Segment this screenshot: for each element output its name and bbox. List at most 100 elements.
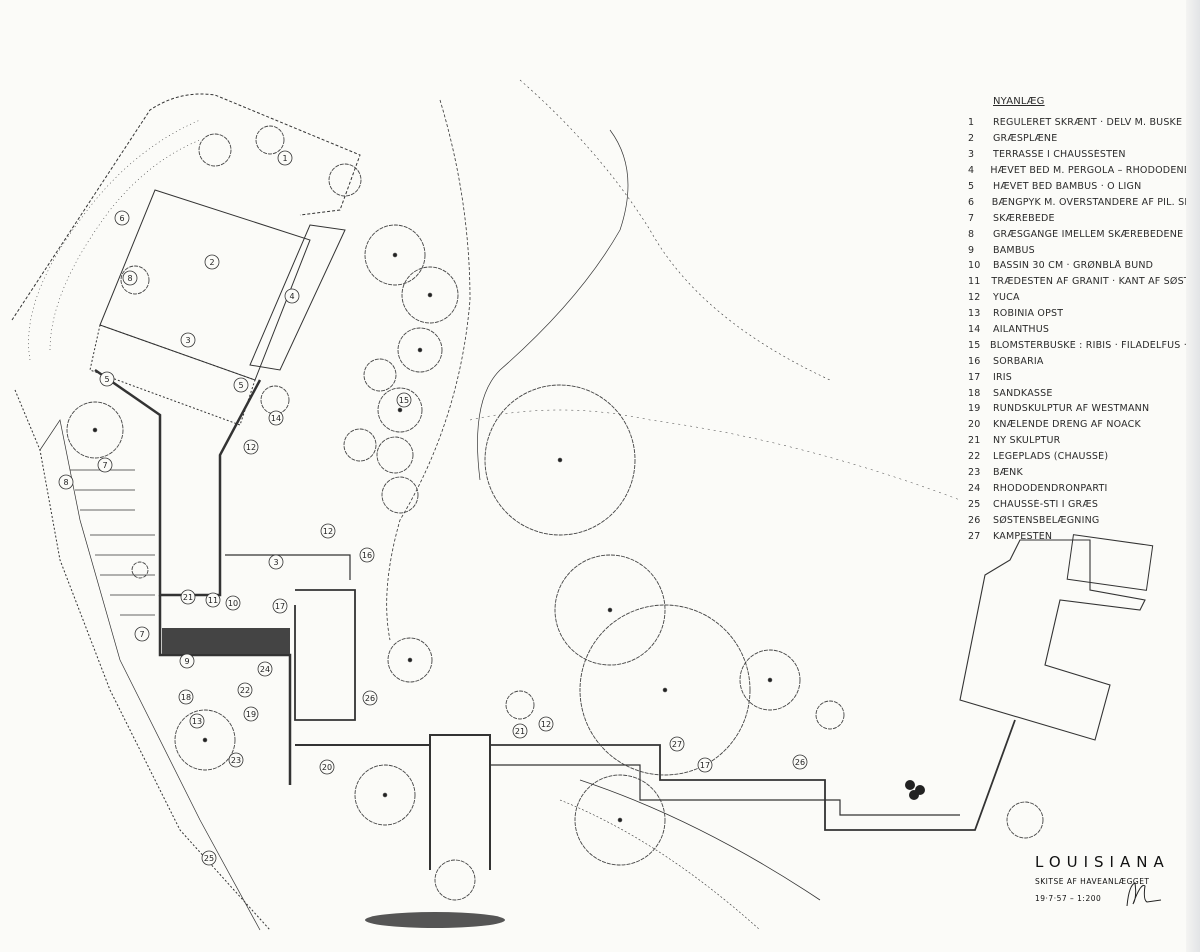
tree-trunk [767, 677, 773, 683]
plan-marker-22: 22 [237, 682, 253, 698]
tree-canopy [401, 266, 459, 324]
legend-text: SANDKASSE [993, 387, 1053, 399]
plan-marker-label: 25 [204, 854, 214, 863]
plan-marker-7: 7 [134, 626, 150, 642]
tree-trunk [407, 657, 413, 663]
plan-marker-5: 5 [233, 377, 249, 393]
tree-canopy [377, 387, 423, 433]
plan-marker-label: 26 [795, 758, 805, 767]
legend-text: HÆVET BED M. PERGOLA – RHODODENDRON [990, 165, 1190, 177]
legend-number: 12 [968, 292, 981, 304]
legend-number: 15 [968, 339, 981, 351]
legend-text: YUCA [993, 292, 1020, 304]
plan-marker-label: 17 [700, 761, 710, 770]
legend-number: 17 [968, 371, 981, 383]
drawing-subtitle: SKITSE AF HAVEANLÆGGET [1035, 877, 1150, 886]
legend-number: 13 [968, 308, 981, 320]
tree-trunk [417, 347, 423, 353]
tree-canopy [343, 428, 377, 462]
legend-number: 10 [968, 260, 981, 272]
legend-item: 20 KNÆLENDE DRENG AF NOACK [960, 417, 1190, 433]
legend-text: RHODODENDRONPARTI [993, 482, 1108, 494]
plan-marker-24: 24 [257, 661, 273, 677]
plan-marker-label: 3 [273, 558, 278, 567]
plan-marker-1: 1 [277, 150, 293, 166]
plan-marker-25: 25 [201, 850, 217, 866]
legend-item: 12 YUCA [960, 290, 1190, 306]
tree-canopy [364, 224, 426, 286]
plan-marker-15: 15 [396, 392, 412, 408]
plan-marker-26: 26 [362, 690, 378, 706]
legend-text: AILANTHUS [993, 324, 1050, 336]
legend-text: BÆNGPYK M. OVERSTANDERE AF PIL. SILV. [991, 196, 1190, 208]
plan-marker-16: 16 [359, 547, 375, 563]
date-and-scale: 19·7·57 – 1:200 [1035, 894, 1102, 903]
plan-marker-3: 3 [180, 332, 196, 348]
tree-canopy [260, 385, 290, 415]
plan-marker-11: 11 [205, 592, 221, 608]
plan-marker-21: 21 [512, 723, 528, 739]
plan-marker-label: 11 [208, 596, 218, 605]
legend-number: 9 [968, 244, 975, 256]
tree-trunk [92, 427, 98, 433]
plan-marker-18: 18 [178, 689, 194, 705]
slope-boundary [11, 93, 361, 321]
legend-text: KNÆLENDE DRENG AF NOACK [993, 419, 1141, 431]
legend-text: REGULERET SKRÆNT · DELV M. BUSKE [993, 117, 1183, 129]
legend-item: 17 IRIS [960, 369, 1190, 385]
plan-marker-21: 21 [180, 589, 196, 605]
legend-number: 22 [968, 451, 981, 463]
legend-number: 14 [968, 324, 981, 336]
plan-marker-label: 9 [184, 657, 189, 666]
legend-number: 20 [968, 419, 981, 431]
plan-marker-label: 18 [181, 693, 191, 702]
plan-marker-label: 12 [323, 527, 333, 536]
legend-number: 11 [968, 276, 981, 288]
tree-canopy [120, 265, 150, 295]
plan-marker-label: 7 [102, 461, 107, 470]
boulders-27 [905, 780, 925, 800]
plan-marker-9: 9 [179, 653, 195, 669]
plan-marker-3: 3 [268, 554, 284, 570]
tree-trunk [662, 687, 668, 693]
legend-text: KAMPESTEN [993, 530, 1053, 542]
legend-text: BAMBUS [993, 244, 1035, 256]
legend-text: IRIS [993, 371, 1013, 383]
plan-marker-5: 5 [99, 371, 115, 387]
plan-marker-7: 7 [97, 457, 113, 473]
legend-text: CHAUSSÉ-STI I GRÆS [993, 498, 1099, 510]
plan-marker-label: 5 [104, 375, 109, 384]
plan-marker-2: 2 [204, 254, 220, 270]
plan-marker-10: 10 [225, 595, 241, 611]
tree-canopy [815, 700, 845, 730]
plan-marker-19: 19 [243, 706, 259, 722]
plan-marker-label: 4 [289, 292, 294, 301]
tree-canopy [174, 709, 236, 771]
page-edge [1186, 0, 1200, 952]
legend-text: SORBARIA [993, 355, 1044, 367]
legend-number: 19 [968, 403, 981, 415]
plan-marker-13: 13 [189, 713, 205, 729]
legend-text: TERRASSE I CHAUSSÉSTEN [993, 149, 1126, 161]
plan-marker-23: 23 [228, 752, 244, 768]
tree-canopy [739, 649, 801, 711]
tree-canopy [387, 637, 433, 683]
plan-marker-12: 12 [538, 716, 554, 732]
plan-marker-17: 17 [697, 757, 713, 773]
plan-marker-label: 20 [322, 763, 332, 772]
tree-canopy [66, 401, 124, 459]
